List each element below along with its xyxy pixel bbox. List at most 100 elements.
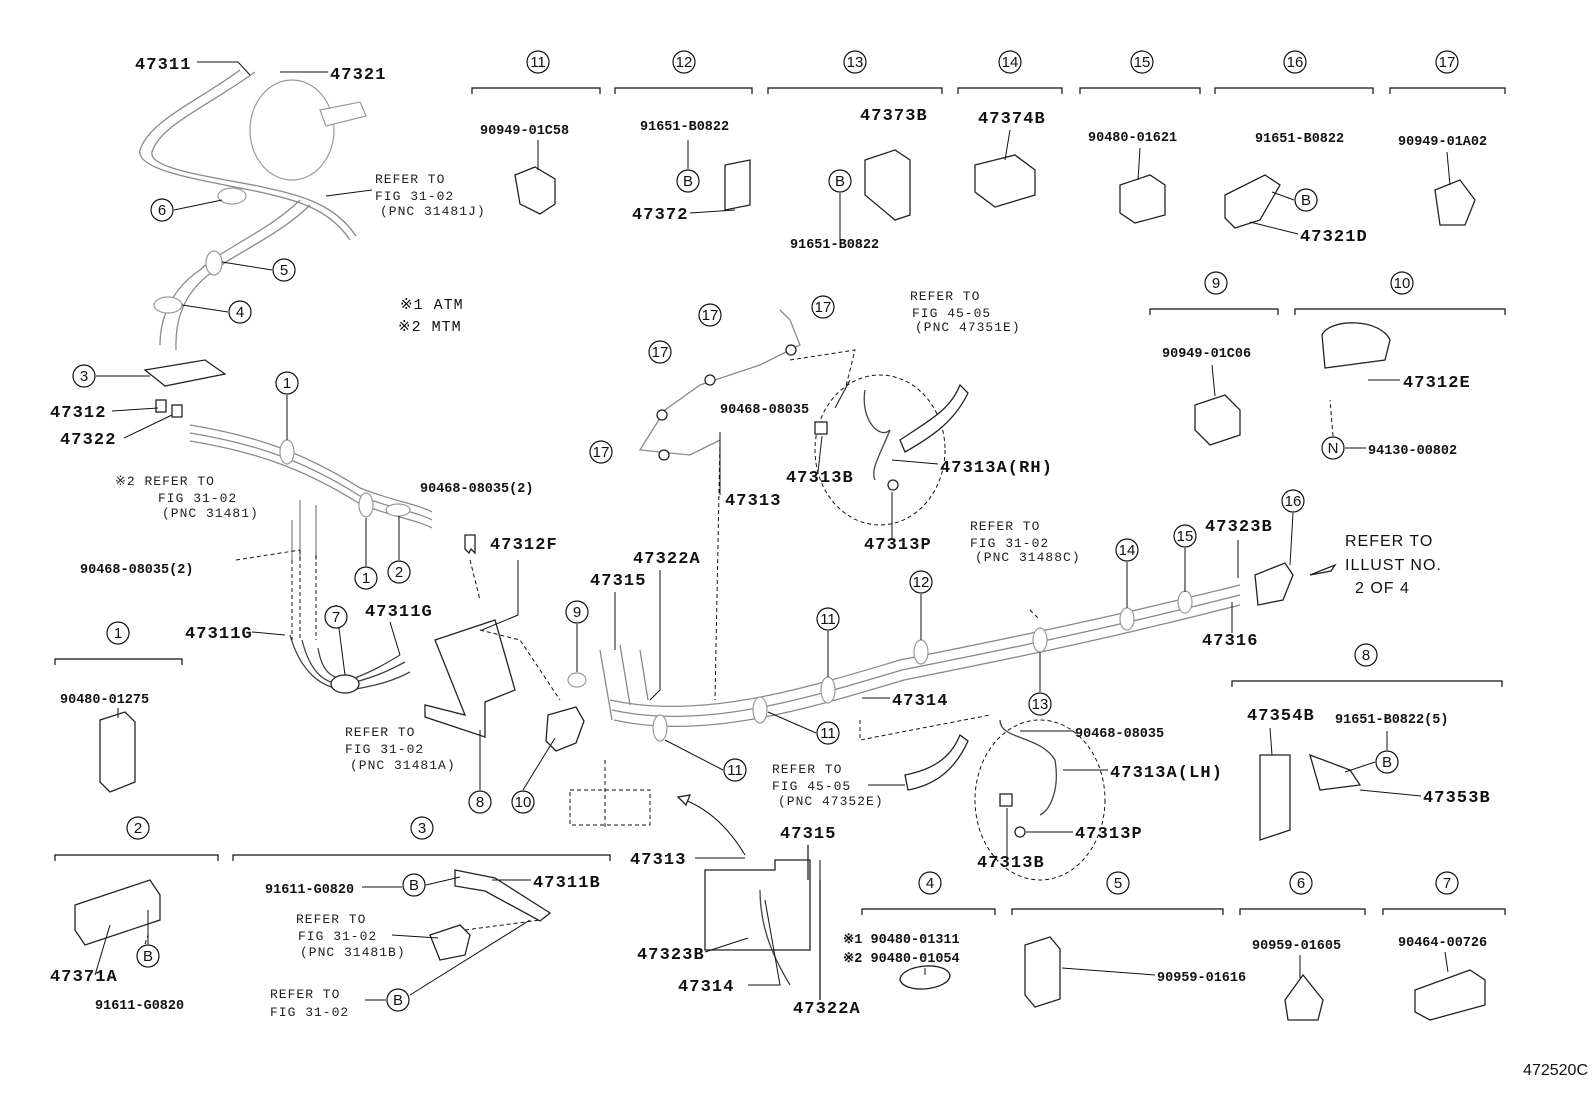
leader-line (664, 739, 724, 771)
callout-circle (1173, 524, 1197, 548)
part-number-label: 91651-B0822 (790, 238, 879, 253)
leader-line (748, 899, 781, 986)
part-number-label: 91611-G0820 (95, 999, 184, 1014)
rh-hose-assembly (814, 374, 969, 526)
callout-circle (526, 50, 550, 74)
callout-number: 17 (1439, 54, 1456, 71)
leader-line (94, 924, 111, 976)
callout-number: 2 (134, 820, 142, 837)
clamp-17-d (658, 449, 670, 461)
part-number-label: 47311G (185, 625, 253, 644)
leader-line (221, 261, 273, 271)
callout-circle (648, 340, 672, 364)
part-number-label: 47313A(RH) (940, 459, 1053, 478)
legend-group-bracket (1231, 680, 1503, 687)
part-number-label: 47372 (632, 206, 689, 225)
leader-line (391, 934, 439, 939)
callout-circle (106, 621, 130, 645)
refer-to-note: ILLUST NO. (1345, 557, 1442, 574)
callout-number: 11 (820, 725, 836, 742)
leader-line (1061, 967, 1156, 976)
callout-circle (324, 605, 348, 629)
abs-location-box (569, 760, 651, 830)
refer-to-note: (PNC 31481J) (380, 204, 486, 219)
callout-circle (1435, 50, 1459, 74)
callout-number: 12 (913, 574, 930, 591)
clamp-17-a (785, 344, 797, 356)
callout-number: 12 (676, 54, 693, 71)
legend-part-drawings (74, 149, 1486, 1021)
dashed-routing-line (469, 559, 481, 601)
clip-90949-01C06 (1194, 394, 1241, 446)
refer-to-note: ※2 REFER TO (115, 474, 215, 489)
upper-pipe-b (151, 71, 357, 237)
callout-circle (228, 300, 252, 324)
labels: 4731147321473124732290468-08035(2)90468-… (50, 56, 1588, 1079)
part-number-label: 47322A (793, 1000, 861, 1019)
part-number-label: 91651-B0822(5) (1335, 713, 1448, 728)
refer-to-note: FIG 45-05 (772, 779, 851, 794)
callout-number: 17 (815, 299, 832, 316)
callout-number: 9 (1212, 275, 1220, 292)
callout-circle (909, 570, 933, 594)
callout-circle (1281, 489, 1305, 513)
callout-circle (150, 198, 174, 222)
part-number-label: 47313 (725, 492, 782, 511)
callout-number: 6 (1297, 875, 1305, 892)
legend-group-bracket (1079, 87, 1201, 94)
clamp-17-b (704, 374, 716, 386)
grommet-6 (217, 187, 247, 205)
callout-number: 4 (236, 304, 244, 321)
clip-16 (1254, 562, 1294, 606)
callout-circle (354, 566, 378, 590)
dashed-routing-line (235, 549, 301, 561)
part-number-label: 47371A (50, 968, 118, 987)
clamp-90959-01616 (1024, 936, 1061, 1008)
dashed-routing-line (789, 349, 856, 391)
lh-hose-assembly (904, 719, 1106, 881)
callout-number: B (1382, 754, 1392, 771)
callout-circle (1321, 436, 1345, 460)
bolt-47313B-rh (814, 421, 828, 435)
leader-line (197, 61, 251, 76)
leader-line (522, 737, 556, 791)
callout-circle (811, 295, 835, 319)
callout-number: 1 (362, 570, 370, 587)
callout-number: 11 (727, 762, 743, 779)
part-number-label: 47312E (1403, 374, 1471, 393)
callout-circle (1115, 538, 1139, 562)
leader-line (689, 209, 736, 214)
bolt-47313B-lh (999, 793, 1013, 807)
callout-number: 8 (1362, 647, 1370, 664)
part-number-label: 47313B (977, 854, 1045, 873)
clamp-47353B (1309, 753, 1362, 791)
callout-number: 2 (395, 564, 403, 581)
refer-to-note: FIG 45-05 (912, 306, 991, 321)
leader-line (834, 379, 851, 409)
refer-to-note: FIG 31-02 (158, 491, 237, 506)
rear-upper-pipe (638, 309, 801, 461)
leader-line (1137, 147, 1141, 181)
leader-line (409, 919, 531, 996)
clip-47312F (464, 534, 476, 555)
clamp-9 (567, 672, 587, 688)
dashed-routing-line (464, 919, 541, 931)
callout-circle (998, 50, 1022, 74)
leader-lines (94, 61, 1451, 1001)
callout-number: 15 (1134, 54, 1151, 71)
part-number-label: 47313A(LH) (1110, 764, 1223, 783)
leader-line (891, 459, 939, 465)
legend-group-brackets (54, 87, 1506, 915)
main-pipe-run (545, 562, 1337, 752)
clip-90949-01A02 (1434, 179, 1476, 226)
callout-circle (275, 371, 299, 395)
hose-clamp-7 (330, 674, 360, 694)
callout-circle (468, 790, 492, 814)
legend-group-bracket (861, 908, 996, 915)
dashed-routing-line (714, 439, 721, 701)
leader-line (173, 199, 223, 211)
part-number-label: 47373B (860, 107, 928, 126)
part-number-label: 91651-B0822 (1255, 132, 1344, 147)
detail-arrow-head (676, 794, 692, 807)
